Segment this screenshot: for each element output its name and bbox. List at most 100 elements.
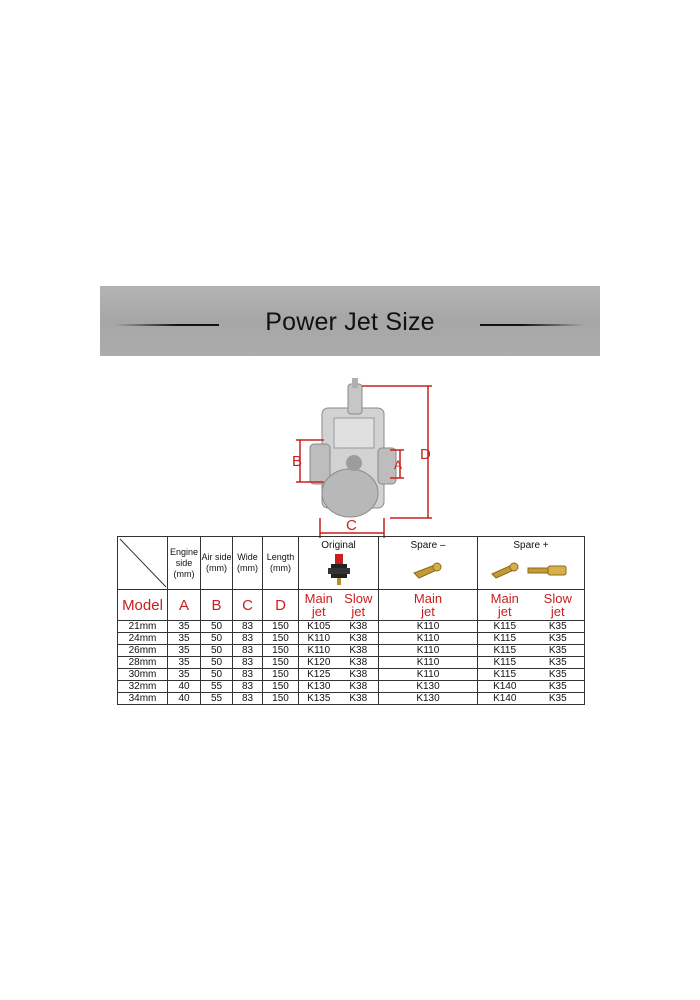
header-original-label: Original xyxy=(321,540,356,551)
corner-diagonal xyxy=(119,538,167,588)
header-wide: Wide (mm) xyxy=(232,536,263,590)
table-label-row: Model A B C D Main jet Slow jet Main jet… xyxy=(117,589,585,621)
wide-cell: 83 xyxy=(232,644,263,657)
header-length: Length (mm) xyxy=(262,536,299,590)
dimension-lines xyxy=(296,385,432,538)
spare-plus-main-jet-cell: K140 xyxy=(477,692,532,705)
dimension-label-a: A xyxy=(394,458,402,472)
wide-cell: 83 xyxy=(232,680,263,693)
original-slow-jet-cell: K38 xyxy=(338,620,379,633)
spare-minus-main-jet-cell: K110 xyxy=(378,644,478,657)
title-banner: Power Jet Size xyxy=(100,286,600,356)
brass-jets-icon xyxy=(491,562,567,579)
label-original-slow-jet-cell: Slow jet xyxy=(338,589,379,621)
spare-plus-slow-jet-cell: K35 xyxy=(531,668,585,681)
carburetor-dimension-diagram: B A D C xyxy=(290,378,440,540)
dimension-label-c: C xyxy=(346,517,357,534)
original-jet-icon xyxy=(299,553,378,587)
spare-plus-main-jet-cell: K115 xyxy=(477,644,532,657)
label-a: A xyxy=(167,589,201,621)
spare-plus-main-jet-cell: K140 xyxy=(477,680,532,693)
label-spare-plus-main-jet-cell: Main jet xyxy=(477,589,532,621)
air-side-cell: 55 xyxy=(200,680,233,693)
spare-plus-slow-jet-cell: K35 xyxy=(531,620,585,633)
model-cell: 26mm xyxy=(117,644,168,657)
banner-left-rule xyxy=(115,324,219,326)
wide-cell: 83 xyxy=(232,656,263,669)
spare-plus-main-jet-cell: K115 xyxy=(477,656,532,669)
header-spare-plus-label: Spare + xyxy=(513,540,549,551)
header-spare-plus: Spare + xyxy=(477,536,585,590)
spare-plus-jet-icons xyxy=(478,553,584,587)
length-cell: 150 xyxy=(262,644,299,657)
spare-minus-main-jet-cell: K110 xyxy=(378,668,478,681)
spare-minus-main-jet-cell: K130 xyxy=(378,692,478,705)
length-cell: 150 xyxy=(262,680,299,693)
model-cell: 24mm xyxy=(117,632,168,645)
carburetor-diagram-svg: B A D C xyxy=(292,378,432,538)
label-spare-plus-slow-jet-cell: Slow jet xyxy=(531,589,585,621)
jet-size-table: Engine side (mm) Air side (mm) Wide (mm)… xyxy=(117,536,585,705)
spare-plus-slow-jet-cell: K35 xyxy=(531,644,585,657)
model-cell: 21mm xyxy=(117,620,168,633)
original-slow-jet-cell: K38 xyxy=(338,656,379,669)
label-c: C xyxy=(232,589,263,621)
length-cell: 150 xyxy=(262,656,299,669)
air-side-cell: 50 xyxy=(200,668,233,681)
jet-holder-icon xyxy=(327,554,350,585)
header-air-side: Air side (mm) xyxy=(200,536,233,590)
banner-right-rule xyxy=(480,324,584,326)
original-slow-jet-cell: K38 xyxy=(338,644,379,657)
air-side-cell: 50 xyxy=(200,656,233,669)
length-cell: 150 xyxy=(262,632,299,645)
label-b: B xyxy=(200,589,233,621)
header-engine-side: Engine side (mm) xyxy=(167,536,201,590)
air-side-cell: 50 xyxy=(200,644,233,657)
model-cell: 30mm xyxy=(117,668,168,681)
dimension-label-b: B xyxy=(292,453,302,470)
original-main-jet-cell: K110 xyxy=(298,644,339,657)
wide-cell: 83 xyxy=(232,692,263,705)
length-cell: 150 xyxy=(262,692,299,705)
label-original-main-jet-cell: Main jet xyxy=(298,589,339,621)
spare-plus-main-jet-cell: K115 xyxy=(477,620,532,633)
spare-plus-slow-jet-cell: K35 xyxy=(531,632,585,645)
table-header-row: Engine side (mm) Air side (mm) Wide (mm)… xyxy=(117,536,585,590)
label-spare-plus-slow-jet: Slow jet xyxy=(543,590,572,619)
original-main-jet-cell: K120 xyxy=(298,656,339,669)
original-slow-jet-cell: K38 xyxy=(338,668,379,681)
header-spare-minus: Spare – xyxy=(378,536,478,590)
label-spare-plus-main-jet: Main jet xyxy=(490,590,519,619)
label-original-slow-jet: Slow jet xyxy=(344,590,373,619)
spare-plus-slow-jet-cell: K35 xyxy=(531,680,585,693)
spare-plus-slow-jet-cell: K35 xyxy=(531,656,585,669)
corner-cell xyxy=(117,536,168,590)
spare-minus-main-jet-cell: K110 xyxy=(378,632,478,645)
original-main-jet-cell: K135 xyxy=(298,692,339,705)
wide-cell: 83 xyxy=(232,668,263,681)
spare-minus-main-jet-cell: K130 xyxy=(378,680,478,693)
original-main-jet-cell: K125 xyxy=(298,668,339,681)
air-side-cell: 50 xyxy=(200,632,233,645)
banner-title: Power Jet Size xyxy=(265,308,435,336)
original-main-jet-cell: K105 xyxy=(298,620,339,633)
model-cell: 28mm xyxy=(117,656,168,669)
spare-plus-main-jet-cell: K115 xyxy=(477,632,532,645)
length-cell: 150 xyxy=(262,620,299,633)
length-cell: 150 xyxy=(262,668,299,681)
label-model: Model xyxy=(117,589,168,621)
spare-plus-main-jet-cell: K115 xyxy=(477,668,532,681)
spare-minus-jet-icon xyxy=(379,553,477,587)
wide-cell: 83 xyxy=(232,620,263,633)
engine-side-cell: 35 xyxy=(167,620,201,633)
air-side-cell: 50 xyxy=(200,620,233,633)
engine-side-cell: 35 xyxy=(167,656,201,669)
engine-side-cell: 40 xyxy=(167,692,201,705)
spare-plus-slow-jet-cell: K35 xyxy=(531,692,585,705)
